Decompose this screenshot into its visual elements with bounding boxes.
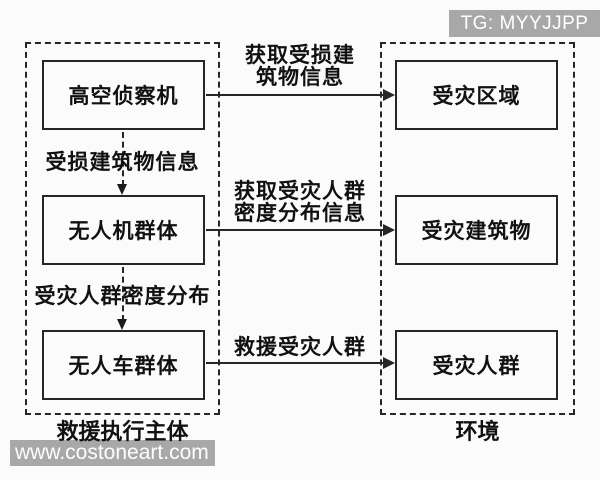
arrow-rescue-disaster-people xyxy=(206,362,384,364)
arrowhead-down-icon xyxy=(117,319,127,330)
label-acquire-damaged-building-info: 获取受损建 筑物信息 xyxy=(205,44,395,88)
label-acquire-crowd-density-info: 获取受灾人群 密度分布信息 xyxy=(205,180,395,224)
box-high-altitude-recon-aircraft: 高空侦察机 xyxy=(42,60,205,130)
group-rescue-executors xyxy=(25,42,220,415)
group-label-environment: 环境 xyxy=(455,419,500,444)
box-uav-swarm: 无人机群体 xyxy=(42,195,205,265)
group-environment xyxy=(380,42,575,415)
label-line: 获取受灾人群 xyxy=(234,179,366,203)
box-disaster-people: 受灾人群 xyxy=(395,330,558,400)
box-ugv-swarm: 无人车群体 xyxy=(42,330,205,400)
box-disaster-area: 受灾区域 xyxy=(395,60,558,130)
watermark-url: www.costoneart.com xyxy=(10,440,215,466)
arrowhead-right-icon xyxy=(383,224,395,236)
label-line: 密度分布信息 xyxy=(234,201,366,225)
arrow-acquire-damaged-building-info xyxy=(206,94,384,96)
label-rescue-disaster-people: 救援受灾人群 xyxy=(234,335,366,359)
arrow-acquire-crowd-density-info xyxy=(206,229,384,231)
label-line: 获取受损建 xyxy=(245,43,355,67)
box-disaster-buildings: 受灾建筑物 xyxy=(395,195,558,265)
arrowhead-down-icon xyxy=(117,184,127,195)
group-label-rescue-executors: 救援执行主体 xyxy=(56,419,189,444)
label-crowd-density-distribution: 受灾人群密度分布 xyxy=(34,284,211,308)
arrowhead-right-icon xyxy=(383,89,395,101)
arrow-density-to-ugv xyxy=(122,267,124,321)
arrowhead-right-icon xyxy=(383,357,395,369)
label-damaged-building-info: 受损建筑物信息 xyxy=(45,150,200,174)
label-line: 筑物信息 xyxy=(256,65,344,89)
arrow-building-info-to-uav xyxy=(122,132,124,186)
telegram-badge: TG: MYYJJPP xyxy=(449,10,600,37)
